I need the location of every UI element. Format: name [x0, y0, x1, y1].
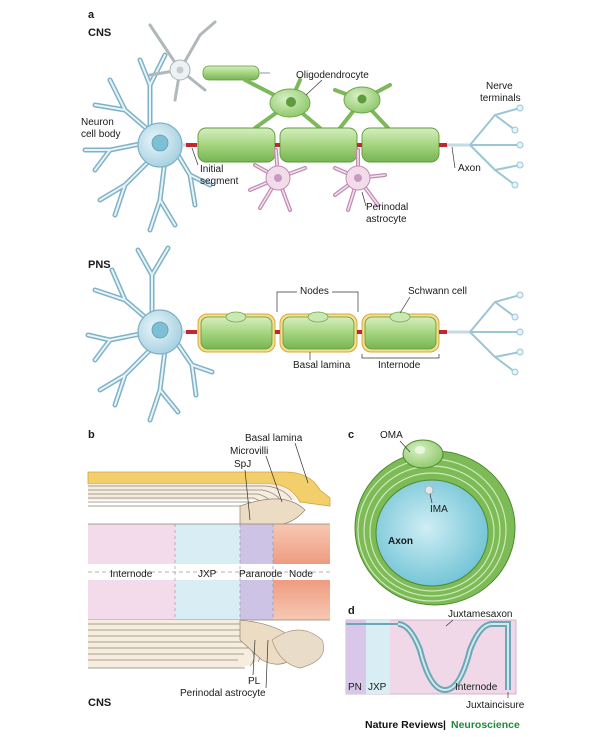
oligodendrocyte-label: Oligodendrocyte — [296, 70, 369, 81]
credit-journal: Nature Reviews — [365, 719, 443, 731]
basal-lamina-label-a: Basal lamina — [293, 360, 351, 371]
node-label: Node — [289, 569, 313, 580]
myelin-small-cns — [202, 65, 260, 81]
panel-d-letter: d — [348, 605, 355, 617]
cns-label-a: CNS — [88, 27, 111, 39]
nerve-terminals-label-1: Nerve — [486, 81, 513, 92]
oma-label: OMA — [380, 430, 403, 441]
internode-label-a: Internode — [378, 360, 421, 371]
myelin-segments-cns — [197, 127, 440, 163]
internode-label-b: Internode — [110, 569, 153, 580]
cross-section — [354, 439, 516, 606]
nerve-terminals-cns — [469, 107, 521, 186]
schwann-cells-pns — [197, 311, 440, 353]
unrolled-sheath — [345, 619, 517, 695]
schwann-cell-label: Schwann cell — [408, 286, 467, 297]
neuron-pns — [85, 245, 215, 423]
glial-cell-cns — [148, 20, 217, 102]
perinodal-astrocyte-label-2: astrocyte — [366, 214, 407, 225]
initial-segment-label-2: segment — [200, 176, 239, 187]
perinodal-astrocyte-1 — [248, 148, 307, 212]
internode-label-d: Internode — [455, 682, 498, 693]
nerve-terminals-pns — [469, 294, 521, 373]
pn-label: PN — [348, 682, 362, 693]
paranode-label: Paranode — [239, 569, 283, 580]
pns-label-a: PNS — [88, 259, 111, 271]
oligodendrocyte-2 — [333, 83, 392, 130]
nodes-pns — [186, 330, 447, 334]
neuron-cell-body-label-2: cell body — [81, 129, 120, 140]
initial-segment-label-1: Initial — [200, 164, 223, 175]
perinodal-astrocyte-label-1: Perinodal — [366, 202, 408, 213]
credit-section: Neuroscience — [451, 719, 520, 731]
panel-b-letter: b — [88, 429, 95, 441]
jxp-label-b: JXP — [198, 569, 217, 580]
perinodal-astrocyte-label-b: Perinodal astrocyte — [180, 688, 266, 699]
axon-label-c: Axon — [388, 536, 413, 547]
credit-separator: | — [443, 719, 446, 731]
longitudinal-section — [87, 471, 331, 669]
juxtamesaxon-label: Juxtamesaxon — [448, 609, 512, 620]
panel-a-letter: a — [88, 9, 95, 21]
nodes-cns — [186, 143, 447, 147]
nerve-terminals-label-2: terminals — [480, 93, 521, 104]
perinodal-astrocyte-2 — [333, 148, 387, 212]
axon-label-cns: Axon — [458, 163, 481, 174]
nodes-label: Nodes — [300, 286, 329, 297]
neuron-cns — [82, 52, 213, 233]
basal-lamina-label-b: Basal lamina — [245, 433, 303, 444]
ima-label: IMA — [430, 504, 448, 515]
neuron-cell-body-label-1: Neuron — [81, 117, 114, 128]
juxtaincisure-label: Juxtaincisure — [466, 700, 525, 711]
jxp-label-d: JXP — [368, 682, 387, 693]
oligodendrocyte-1 — [243, 78, 322, 130]
cns-label-b: CNS — [88, 697, 111, 709]
microvilli-label: Microvilli — [230, 446, 268, 457]
panel-c-letter: c — [348, 429, 354, 441]
spj-label: SpJ — [234, 459, 251, 470]
pl-label: PL — [248, 676, 261, 687]
